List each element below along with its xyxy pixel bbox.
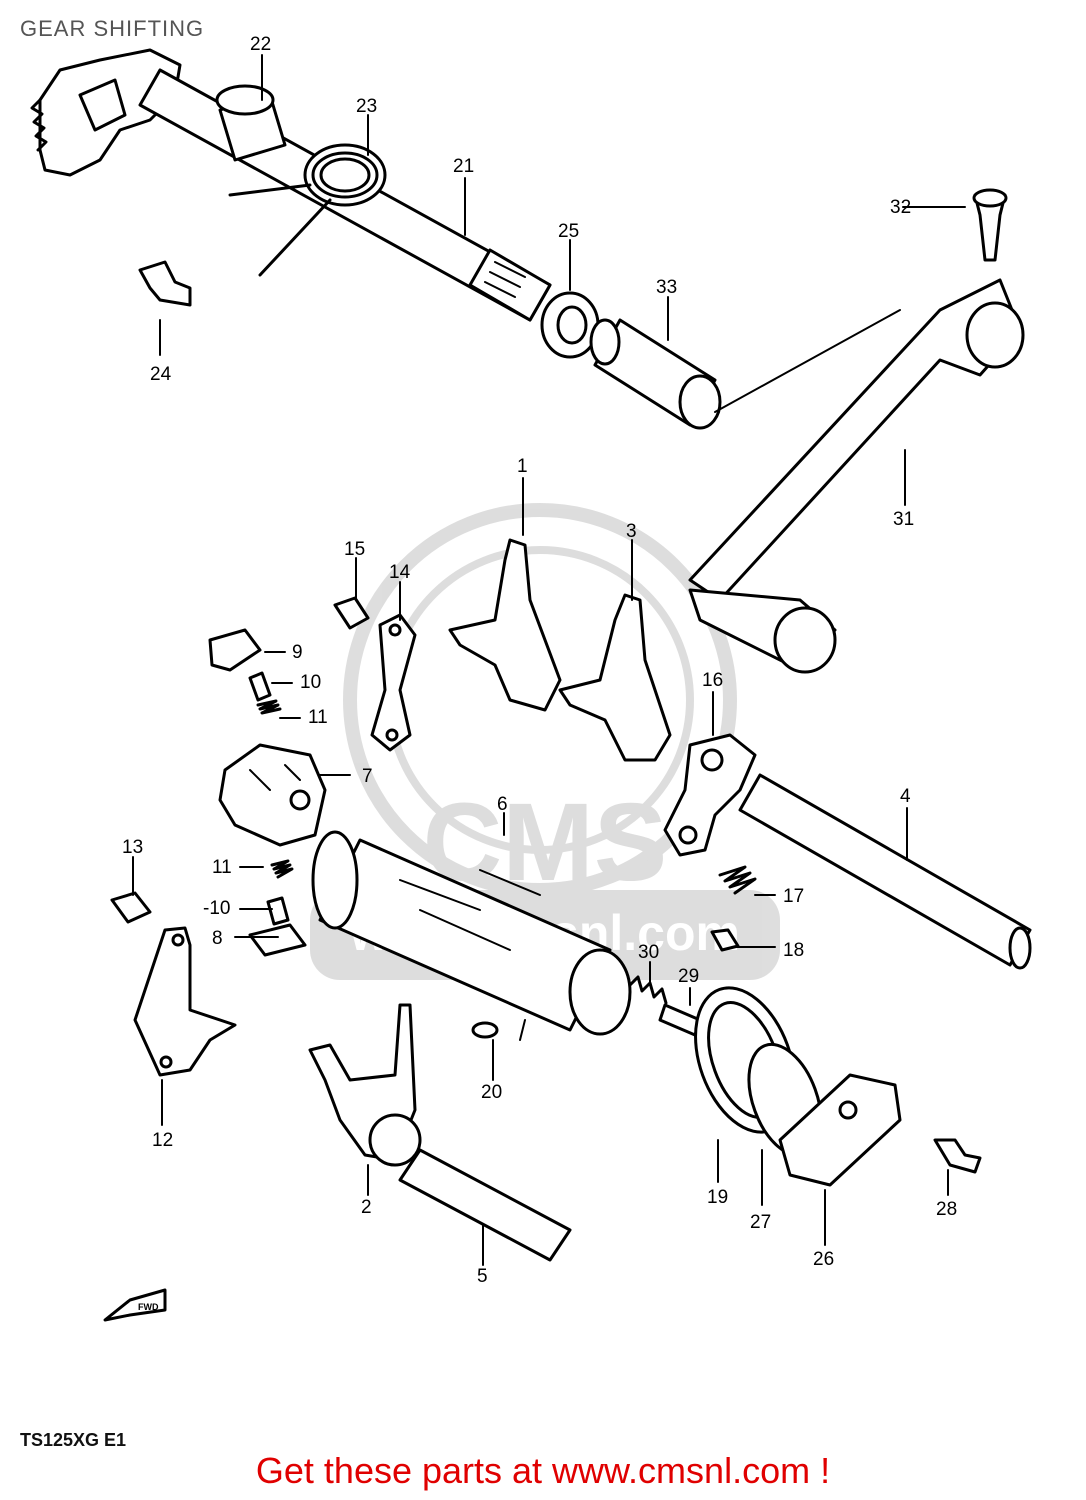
callout-14: 14 (389, 562, 411, 583)
callout-18: 18 (783, 940, 804, 961)
part-33-sleeve (589, 318, 722, 430)
callout-24: 24 (150, 364, 172, 385)
part-15-screw (333, 596, 370, 630)
callout-33: 33 (656, 277, 677, 298)
callout-2: 2 (361, 1197, 372, 1218)
callout-20: 20 (481, 1082, 502, 1103)
part-11-spring-lower (270, 859, 294, 879)
callout-8: 8 (212, 928, 223, 949)
part-13-screw (110, 891, 152, 924)
callout-12: 12 (152, 1130, 173, 1151)
part-11-spring-upper (256, 699, 282, 715)
part-4-fork-shaft (738, 773, 1032, 970)
callout-4: 4 (900, 786, 911, 807)
part-24-bolt (138, 260, 192, 307)
fwd-arrow-icon: FWD (103, 1288, 167, 1322)
part-23-spring (228, 143, 387, 277)
callout-25: 25 (558, 221, 579, 242)
cta-banner[interactable]: Get these parts at www.cmsnl.com ! (255, 1450, 831, 1491)
part-10-pin-lower (266, 896, 290, 926)
part-32-bolt (972, 188, 1008, 262)
callouts: 22 23 21 25 33 24 32 31 1 3 15 14 9 10 1… (122, 34, 957, 1287)
callout-19: 19 (707, 1187, 728, 1208)
part-25-oil-seal (540, 291, 600, 359)
callout-13: 13 (122, 837, 143, 858)
callout-5: 5 (477, 1266, 488, 1287)
callout-31: 31 (893, 509, 914, 530)
part-6-shift-cam-drum (311, 830, 632, 1036)
part-26-cover (778, 1073, 902, 1187)
callout-30: 30 (638, 942, 659, 963)
callout-22: 22 (250, 34, 271, 55)
callout-28: 28 (936, 1199, 957, 1220)
callout-7: 7 (362, 766, 373, 787)
part-5-fork-shaft (398, 1148, 572, 1262)
model-code: TS125XG E1 (20, 1430, 127, 1450)
page-title: GEAR SHIFTING (20, 16, 205, 41)
part-30-spring (628, 975, 668, 1005)
fwd-label: FWD (138, 1302, 159, 1312)
callout-10-lower: -10 (203, 898, 230, 919)
callout-11-upper: 11 (308, 707, 328, 728)
watermark-logo: CMS (423, 781, 667, 904)
callout-17: 17 (783, 886, 804, 907)
part-31-gear-shift-lever (688, 278, 1025, 674)
part-9-pawl (208, 628, 262, 672)
callout-21: 21 (453, 156, 474, 177)
part-22-shift-arm (30, 48, 182, 177)
part-7-cam-gear (218, 743, 327, 847)
part-3-shift-fork (558, 593, 672, 762)
callout-9: 9 (292, 642, 303, 663)
callout-6: 6 (497, 794, 508, 815)
callout-27: 27 (750, 1212, 771, 1233)
callout-23: 23 (356, 96, 377, 117)
callout-16: 16 (702, 670, 723, 691)
callout-11-lower: 11 (212, 857, 232, 878)
part-20-pin (471, 1021, 499, 1039)
part-17-spring (718, 865, 757, 895)
callout-10-upper: 10 (300, 672, 321, 693)
part-10-pin-upper (248, 671, 272, 702)
part-8-pawl (248, 923, 307, 957)
callout-15: 15 (344, 539, 365, 560)
part-2-shift-fork (308, 1003, 422, 1167)
part-1-shift-fork (448, 538, 562, 712)
callout-29: 29 (678, 966, 699, 987)
part-12-cam-guide (133, 926, 237, 1077)
callout-3: 3 (626, 521, 637, 542)
callout-1: 1 (517, 456, 528, 477)
leader-lines (132, 54, 966, 1266)
part-29-pin (658, 1003, 702, 1037)
callout-32: 32 (890, 197, 911, 218)
part-14-stopper-plate (370, 613, 417, 752)
part-16-stopper (663, 733, 757, 857)
part-28-screw (933, 1138, 982, 1174)
callout-26: 26 (813, 1249, 834, 1270)
